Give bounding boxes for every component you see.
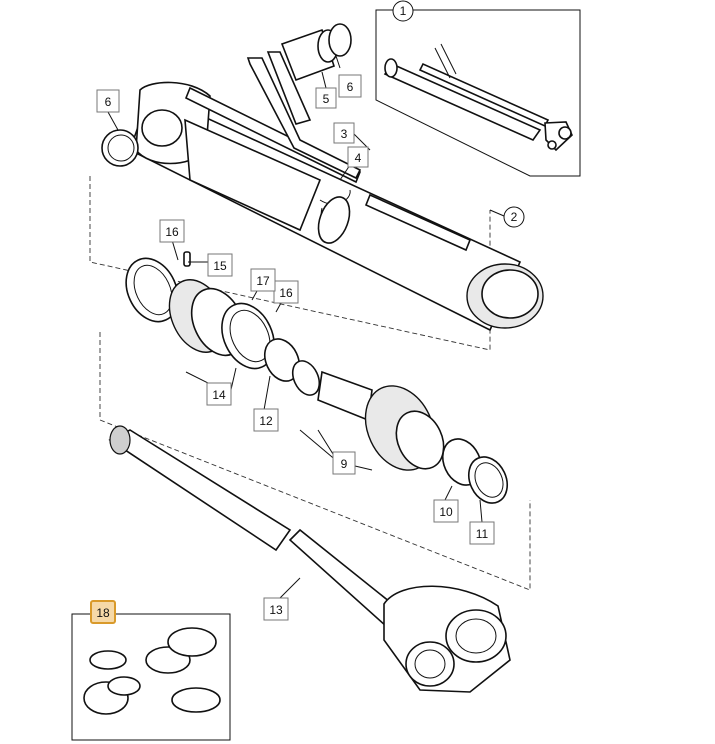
callout-6-left[interactable]: 6 [96,89,120,113]
svg-text:13: 13 [269,603,283,617]
callout-6-right[interactable]: 6 [338,74,362,98]
callout-18[interactable]: 18 [90,600,116,624]
sleeve-5 [280,23,352,82]
callout-13[interactable]: 13 [263,597,289,621]
svg-text:6: 6 [105,95,112,109]
callout-2[interactable]: 2 [503,206,525,228]
piston-group [99,251,531,591]
callout-10[interactable]: 10 [433,499,459,523]
svg-text:12: 12 [259,414,273,428]
callout-16-right[interactable]: 16 [273,280,299,304]
svg-text:17: 17 [256,274,270,288]
svg-text:1: 1 [400,4,407,18]
piston-rod [108,425,511,693]
callout-15[interactable]: 15 [207,253,233,277]
callout-14[interactable]: 14 [206,382,232,406]
svg-text:16: 16 [279,286,293,300]
inset-seal-kit [71,613,231,741]
callout-16-left[interactable]: 16 [159,219,185,243]
inset-assembled-cylinder [375,9,581,177]
svg-text:18: 18 [96,606,110,620]
svg-text:4: 4 [355,151,362,165]
svg-text:2: 2 [511,210,518,224]
callout-4[interactable]: 4 [347,146,369,168]
cylinder-barrel [89,51,544,351]
svg-text:15: 15 [213,259,227,273]
svg-text:16: 16 [165,225,179,239]
svg-text:9: 9 [341,457,348,471]
callout-11[interactable]: 11 [469,521,495,545]
svg-text:3: 3 [341,127,348,141]
svg-text:5: 5 [323,92,330,106]
callout-9[interactable]: 9 [332,451,356,475]
svg-text:10: 10 [439,505,453,519]
callout-12[interactable]: 12 [253,408,279,432]
callout-5[interactable]: 5 [315,87,337,109]
callouts: 1 2 3 4 5 6 6 9 10 11 12 13 14 15 16 16 … [90,0,525,624]
callout-3[interactable]: 3 [333,122,355,144]
svg-text:14: 14 [212,388,226,402]
callout-1[interactable]: 1 [392,0,414,22]
svg-text:11: 11 [476,527,489,541]
svg-text:6: 6 [347,80,354,94]
callout-17[interactable]: 17 [250,268,276,292]
